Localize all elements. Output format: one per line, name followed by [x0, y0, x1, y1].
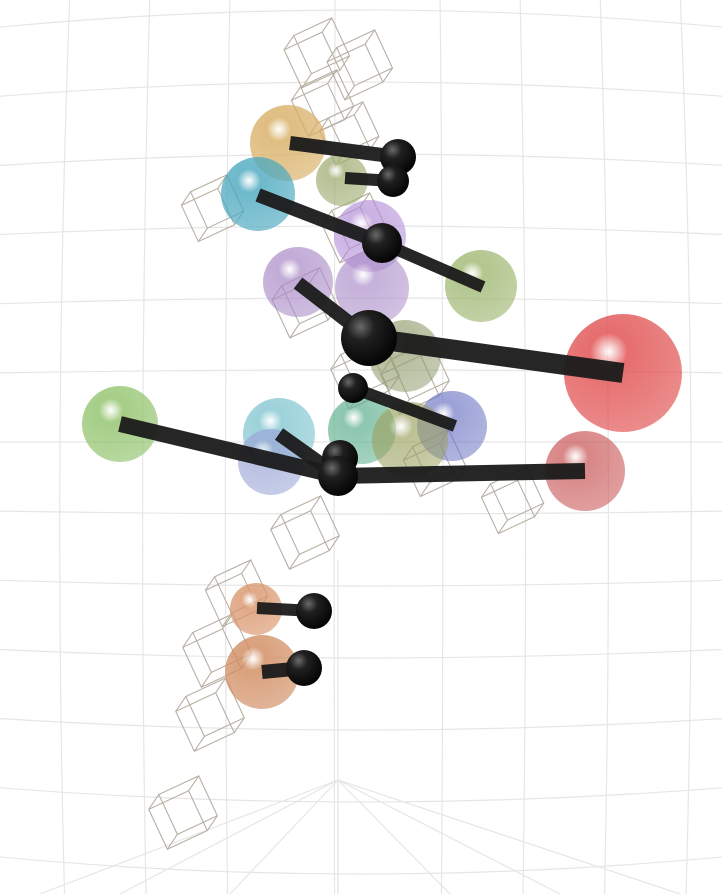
center-node — [338, 373, 368, 403]
atom-sphere — [316, 154, 368, 206]
bond-rod — [367, 328, 625, 383]
grid-line — [337, 779, 681, 894]
wireframe-cube — [326, 29, 394, 101]
wireframe-cube — [148, 775, 219, 850]
bond-rod — [337, 463, 586, 484]
grid-line — [0, 648, 722, 659]
center-nodes — [286, 139, 416, 686]
grid-line — [229, 779, 339, 894]
grid-line — [337, 779, 451, 894]
wireframe-cube — [283, 17, 351, 89]
center-node — [362, 223, 402, 263]
bond-rod — [350, 382, 458, 432]
wireframe-cube — [270, 495, 341, 570]
bond-rods — [118, 136, 625, 679]
grid-line — [0, 718, 722, 731]
atom-sphere — [221, 157, 295, 231]
grid-line — [679, 0, 692, 894]
atom-spheres — [82, 105, 682, 709]
grid-line — [0, 9, 722, 28]
grid-line — [519, 0, 527, 894]
bond-rod — [118, 416, 340, 484]
grid-line — [0, 579, 722, 587]
atom-sphere — [230, 583, 282, 635]
grid-line — [0, 510, 722, 515]
grid-line — [337, 779, 561, 894]
center-node — [296, 593, 332, 629]
bond-rod — [289, 136, 399, 164]
grid-line — [0, 787, 722, 803]
center-node — [318, 456, 358, 496]
grid-line — [0, 81, 722, 97]
center-node — [286, 650, 322, 686]
grid-line — [119, 779, 339, 894]
grid-line — [39, 779, 339, 894]
wireframe-cube — [175, 677, 246, 752]
center-node — [377, 165, 409, 197]
grid-line — [59, 0, 71, 894]
bond-rod — [255, 188, 385, 250]
grid-line — [0, 856, 722, 875]
atom-sphere — [335, 251, 409, 325]
center-node — [341, 310, 397, 366]
